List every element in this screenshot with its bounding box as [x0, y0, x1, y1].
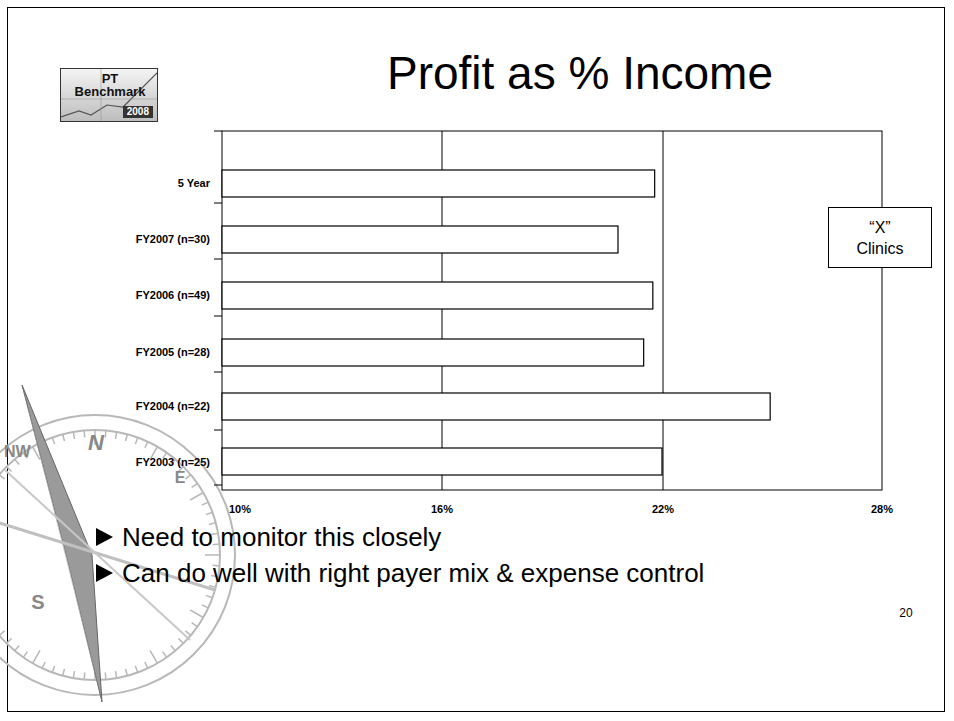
compass-letter: NW [4, 443, 31, 461]
bar [222, 170, 655, 197]
axis-tick-label: 22% [652, 503, 674, 515]
category-label: FY2005 (n=28) [136, 346, 210, 358]
logo-year: 2008 [123, 106, 153, 118]
bullet-text: Can do well with right payer mix & expen… [122, 558, 704, 589]
axis-tick-label: 10% [229, 503, 251, 515]
axis-tick-label: 28% [871, 503, 893, 515]
category-label: 5 Year [178, 177, 210, 189]
slide-title: Profit as % Income [250, 46, 910, 100]
bullet-text: Need to monitor this closely [122, 522, 441, 553]
logo-box: PT Benchmark 2008 [60, 68, 158, 122]
bar [222, 282, 653, 309]
category-label: FY2006 (n=49) [136, 289, 210, 301]
category-label: FY2007 (n=30) [136, 233, 210, 245]
compass-letter: S [31, 591, 44, 614]
category-label: FY2004 (n=22) [136, 400, 210, 412]
legend-box: “X” Clinics [828, 207, 932, 268]
legend-text: “X” Clinics [848, 217, 912, 259]
page-number: 20 [899, 606, 912, 620]
axis-tick-label: 16% [431, 503, 453, 515]
bar [222, 226, 618, 253]
bar [222, 393, 770, 420]
compass-letter: E [175, 469, 186, 487]
category-label: FY2003 (n=25) [136, 456, 210, 468]
compass-letter: N [88, 430, 104, 456]
bar [222, 339, 644, 366]
logo-name: PT Benchmark [70, 72, 150, 98]
bar [222, 448, 662, 475]
